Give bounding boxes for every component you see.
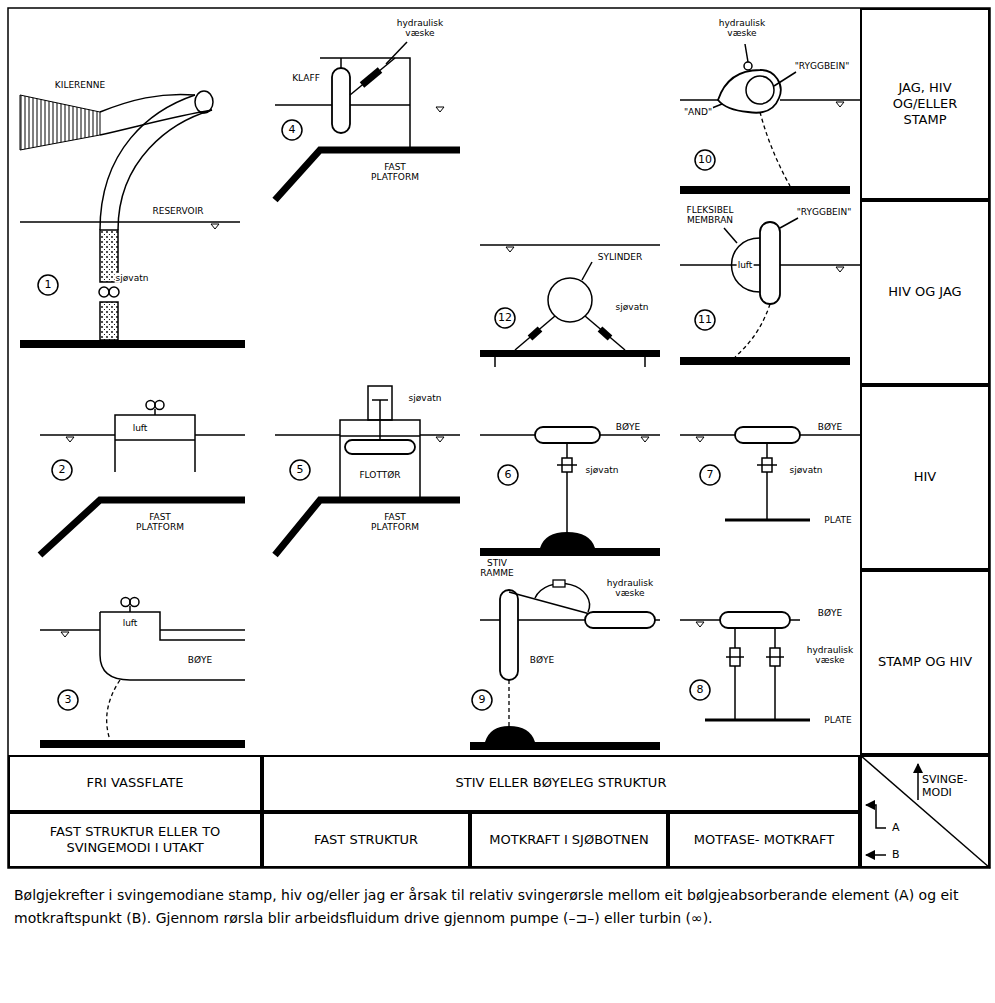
callout-number: 10 [697,154,713,167]
part-label: sjøvatn [408,393,443,403]
category-cell: MOTFASE- MOTKRAFT [668,812,860,868]
part-label: luft [737,260,754,270]
axis-label: SVINGE- MODI [922,773,988,799]
cell-text: HIV OG JAG [888,284,961,300]
part-label: BØYE [615,422,641,432]
mode-cell: HIV OG JAG [860,200,990,385]
callout-number: 5 [296,464,305,477]
category-cell: STIV ELLER BØYELEG STRUKTUR [262,755,860,812]
callout-number: 6 [504,469,513,482]
part-label: luft [132,423,149,433]
cell-text: FAST STRUKTUR [314,832,418,848]
part-label: hydraulisk væske [712,18,772,39]
cell-text: MOTFASE- MOTKRAFT [694,832,834,848]
callout-number: 8 [696,684,705,697]
cell-text: JAG, HIV OG/ELLER STAMP [870,80,980,129]
cell-text: FRI VASSFLATE [87,775,184,791]
part-label: hydraulisk væske [390,18,450,39]
callout-number: 9 [478,694,487,707]
mode-cell: STAMP OG HIV [860,570,990,755]
part-label: luft [122,618,139,628]
cell-text: MOTKRAFT I SJØBOTNEN [489,832,648,848]
axis-letter: B [892,848,900,861]
part-label: FAST PLATFORM [363,162,427,183]
part-label: "RYGGBEIN" [794,61,851,71]
part-label: FLOTTØR [358,470,401,480]
callout-number: 11 [697,314,713,327]
part-label: sjøvatn [615,302,650,312]
category-cell: MOTKRAFT I SJØBOTNEN [470,812,668,868]
part-label: KLAFF [291,73,321,83]
part-label: PLATE [823,715,852,725]
part-label: sjøvatn [115,273,150,283]
cell-text: STIV ELLER BØYELEG STRUKTUR [456,775,667,791]
callout-number: 4 [288,124,297,137]
part-label: FLEKSIBEL MEMBRAN [677,205,743,226]
part-label: BØYE [817,422,843,432]
part-label: BØYE [529,655,555,665]
mode-cell: JAG, HIV OG/ELLER STAMP [860,8,990,200]
category-cell: FAST STRUKTUR ELLER TO SVINGEMODI I UTAK… [8,812,262,868]
part-label: hydraulisk væske [800,645,860,666]
part-label: sjøvatn [789,465,824,475]
cell-text: HIV [914,469,937,485]
callout-number: 3 [64,694,73,707]
callout-number: 1 [44,279,53,292]
axis-corner-cell: SVINGE- MODI A B [860,755,990,868]
part-label: BØYE [817,608,843,618]
mode-cell: HIV [860,385,990,570]
callout-number: 12 [497,312,513,325]
part-label: FAST PLATFORM [363,512,427,533]
part-label: SYLINDER [597,252,643,262]
part-label: BØYE [187,655,213,665]
part-label: hydraulisk væske [600,578,660,599]
caption: Bølgjekrefter i svingemodiane stamp, hiv… [14,884,980,930]
part-label: sjøvatn [585,465,620,475]
category-cell: FRI VASSFLATE [8,755,262,812]
callout-number: 7 [706,469,715,482]
part-label: "AND" [683,107,713,117]
part-label: "RYGGBEIN" [796,207,853,217]
cell-text: STAMP OG HIV [878,654,972,670]
part-label: PLATE [823,515,852,525]
part-label: RESERVOIR [151,206,204,216]
axis-letter: A [892,821,900,834]
part-label: KILERENNE [54,80,106,90]
part-label: FAST PLATFORM [128,512,192,533]
category-cell: FAST STRUKTUR [262,812,470,868]
part-label: STIV RAMME [475,558,519,579]
callout-number: 2 [58,464,67,477]
cell-text: FAST STRUKTUR ELLER TO SVINGEMODI I UTAK… [18,824,252,857]
